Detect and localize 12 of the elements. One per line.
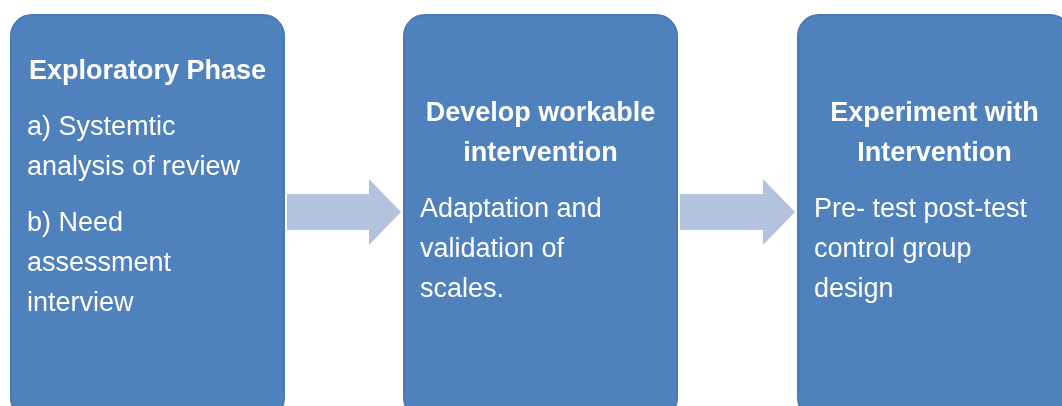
- box-heading: Develop workable intervention: [424, 96, 657, 169]
- process-box: [403, 14, 678, 406]
- process-box: [10, 14, 285, 406]
- box-text: Pre- test post-test control group design: [814, 192, 1029, 305]
- box-heading: Exploratory Phase: [27, 54, 268, 87]
- process-box: [797, 14, 1062, 406]
- block-arrow: [287, 179, 401, 245]
- box-text: a) Systemtic analysis of review: [27, 110, 242, 183]
- box-text: Adaptation and validation of scales.: [420, 192, 603, 305]
- box-text: b) Need assessment interview: [27, 206, 173, 319]
- block-arrow: [680, 179, 795, 245]
- box-heading: Experiment with Intervention: [829, 96, 1040, 169]
